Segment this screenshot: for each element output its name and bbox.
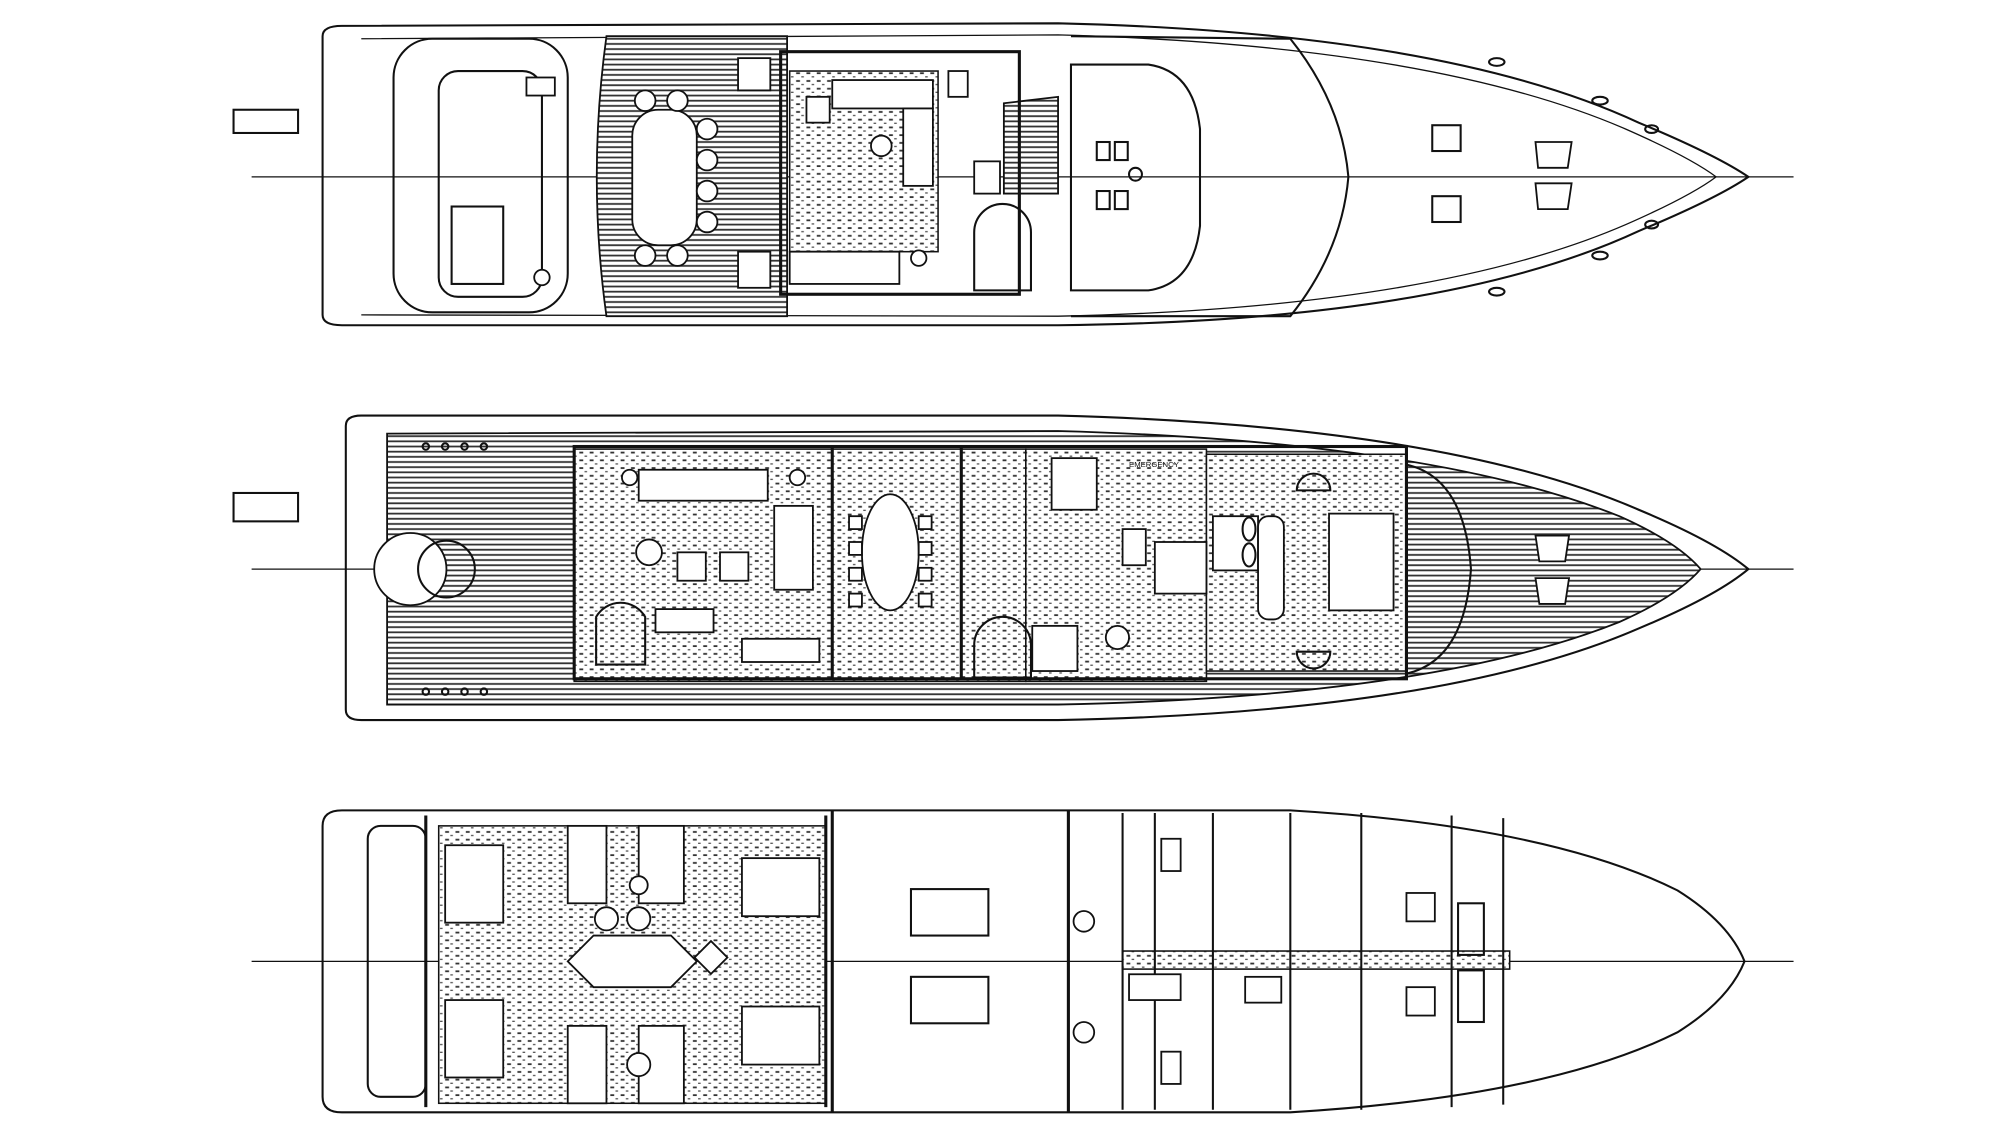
hatch: [1431, 195, 1462, 224]
dining-table: [861, 493, 920, 612]
engine-room-hatch: [909, 888, 990, 937]
crew-cabins: [1072, 812, 1505, 1110]
anchor-windlass: [1534, 534, 1571, 563]
lower-deck-plan: [251, 809, 1794, 1114]
main-deck-superstructure: [572, 444, 1408, 681]
guest-bed: [741, 1005, 821, 1066]
guest-bed: [741, 857, 821, 918]
dining-chairs: [848, 515, 933, 608]
hull-outline: [321, 22, 1751, 327]
main-deck-plan: EMERGENCY: [232, 414, 1794, 722]
anchor-windlass: [1534, 182, 1573, 210]
portholes: [1488, 57, 1660, 297]
stern-ladder: [232, 491, 300, 523]
anchor-windlass: [1534, 577, 1571, 605]
dining-table: [631, 108, 698, 247]
dining-chairs: [633, 89, 719, 267]
deck-cleats: [421, 442, 489, 696]
guest-bed: [444, 999, 505, 1079]
sofa: [773, 504, 814, 591]
aft-deck-table: [373, 532, 448, 607]
upper-deck-plan: [232, 22, 1794, 327]
emergency-label: EMERGENCY: [1129, 460, 1179, 469]
lobby-stair: [566, 934, 699, 989]
hull-outline: [344, 414, 1750, 722]
engine-room-hatch: [909, 975, 990, 1025]
helm-teak-deck: [1002, 95, 1059, 195]
stern-ladder: [232, 108, 300, 134]
anchor-windlass: [1534, 141, 1573, 169]
guest-bathrooms: [566, 824, 685, 1105]
master-bed: [1328, 512, 1395, 612]
windshield: [1069, 63, 1202, 292]
guest-bed: [444, 844, 505, 924]
hull-outline: [321, 809, 1746, 1114]
sofa: [637, 468, 769, 502]
hatch: [1431, 124, 1462, 153]
